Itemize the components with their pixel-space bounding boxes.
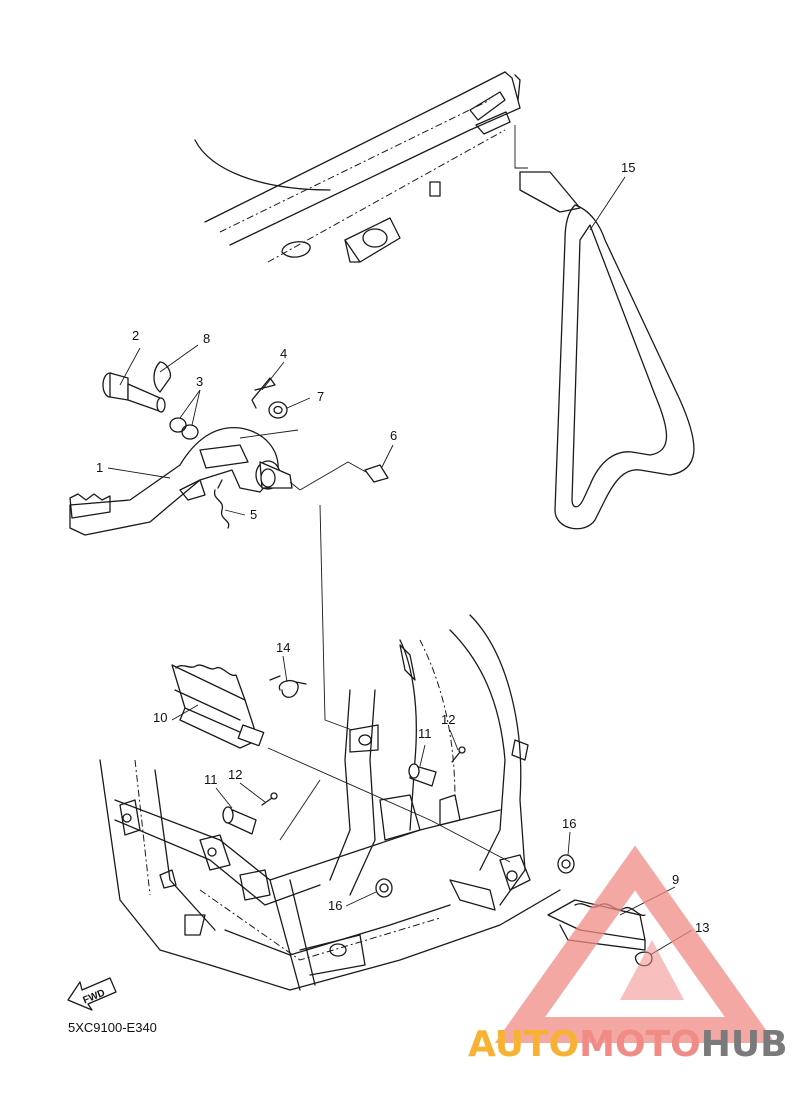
pivot-bolt — [102, 372, 166, 413]
callout-14: 14 — [276, 640, 290, 655]
callout-8: 8 — [203, 331, 210, 346]
return-spring — [213, 479, 230, 529]
callout-1: 1 — [96, 460, 103, 475]
callout-16b: 16 — [562, 816, 576, 831]
watermark-logo: AUTOMOTOHUB — [468, 845, 788, 1065]
callout-3: 3 — [196, 374, 203, 389]
callout-6: 6 — [390, 428, 397, 443]
callout-13: 13 — [695, 920, 709, 935]
cotter-pin — [251, 377, 276, 409]
callout-12b: 12 — [441, 712, 455, 727]
main-frame — [99, 614, 561, 991]
watermark-text-hub: HUB — [701, 1024, 788, 1065]
bolts-and-pins — [222, 746, 466, 835]
callout-11a: 11 — [204, 772, 218, 787]
side-stand — [514, 125, 695, 530]
callout-5: 5 — [250, 507, 257, 522]
pin — [364, 464, 389, 483]
callout-11b: 11 — [418, 726, 432, 741]
left-footrest — [171, 664, 265, 749]
callout-15: 15 — [621, 160, 635, 175]
callout-7: 7 — [317, 389, 324, 404]
watermark-text-auto: AUTO — [468, 1024, 579, 1065]
callout-12a: 12 — [228, 767, 242, 782]
watermark-text-moto: MOTO — [579, 1024, 701, 1065]
dampers — [375, 854, 575, 898]
callout-numbers: 1 2 3 4 5 6 7 8 9 10 11 11 12 12 13 14 1… — [96, 160, 709, 935]
brake-pedal — [69, 427, 301, 536]
clip — [153, 361, 172, 393]
svg-text:AUTOMOTOHUB: AUTOMOTOHUB — [468, 1024, 788, 1065]
callout-2: 2 — [132, 328, 139, 343]
rear-frame — [194, 71, 521, 263]
washer — [268, 401, 288, 419]
diagram-code: 5XC9100-E340 — [68, 1020, 157, 1035]
leader-lines — [107, 176, 693, 956]
callout-10: 10 — [153, 710, 167, 725]
callout-4: 4 — [280, 346, 287, 361]
fwd-arrow: FWD — [67, 977, 117, 1011]
callout-9: 9 — [672, 872, 679, 887]
callout-16a: 16 — [328, 898, 342, 913]
o-rings — [169, 417, 199, 440]
footrest-spring — [269, 675, 307, 698]
